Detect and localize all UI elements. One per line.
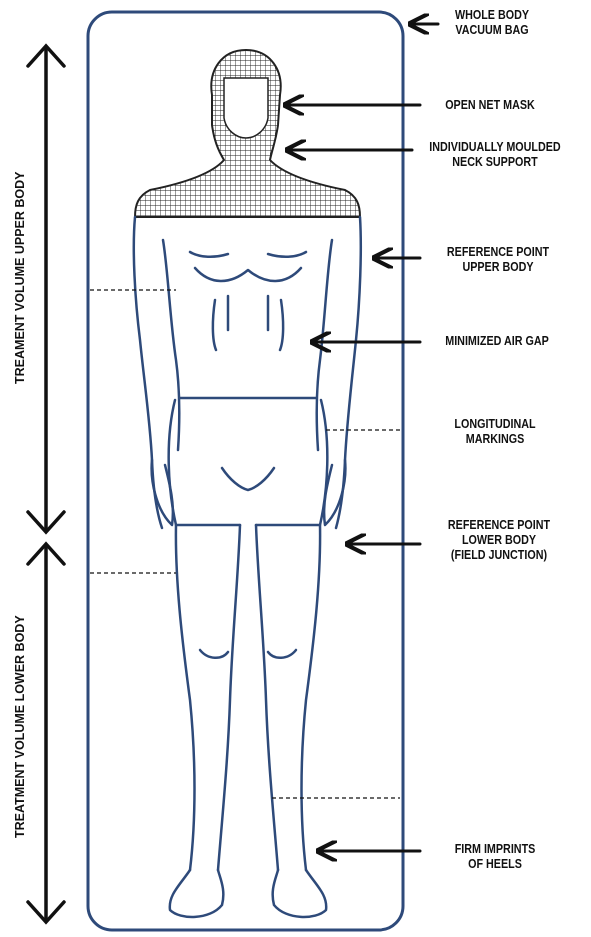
label-upper-volume: TREAMENT VOLUME UPPER BODY xyxy=(13,174,27,384)
body-figure xyxy=(134,217,361,917)
label-net-mask: OPEN NET MASK xyxy=(433,98,547,113)
label-air-gap: MINIMIZED AIR GAP xyxy=(433,334,562,349)
lower-volume-arrow xyxy=(28,544,64,922)
label-lower-volume: TREATMENT VOLUME LOWER BODY xyxy=(13,628,27,838)
face-opening xyxy=(224,78,268,138)
callout-arrows xyxy=(285,24,438,851)
upper-volume-arrow xyxy=(28,46,64,532)
